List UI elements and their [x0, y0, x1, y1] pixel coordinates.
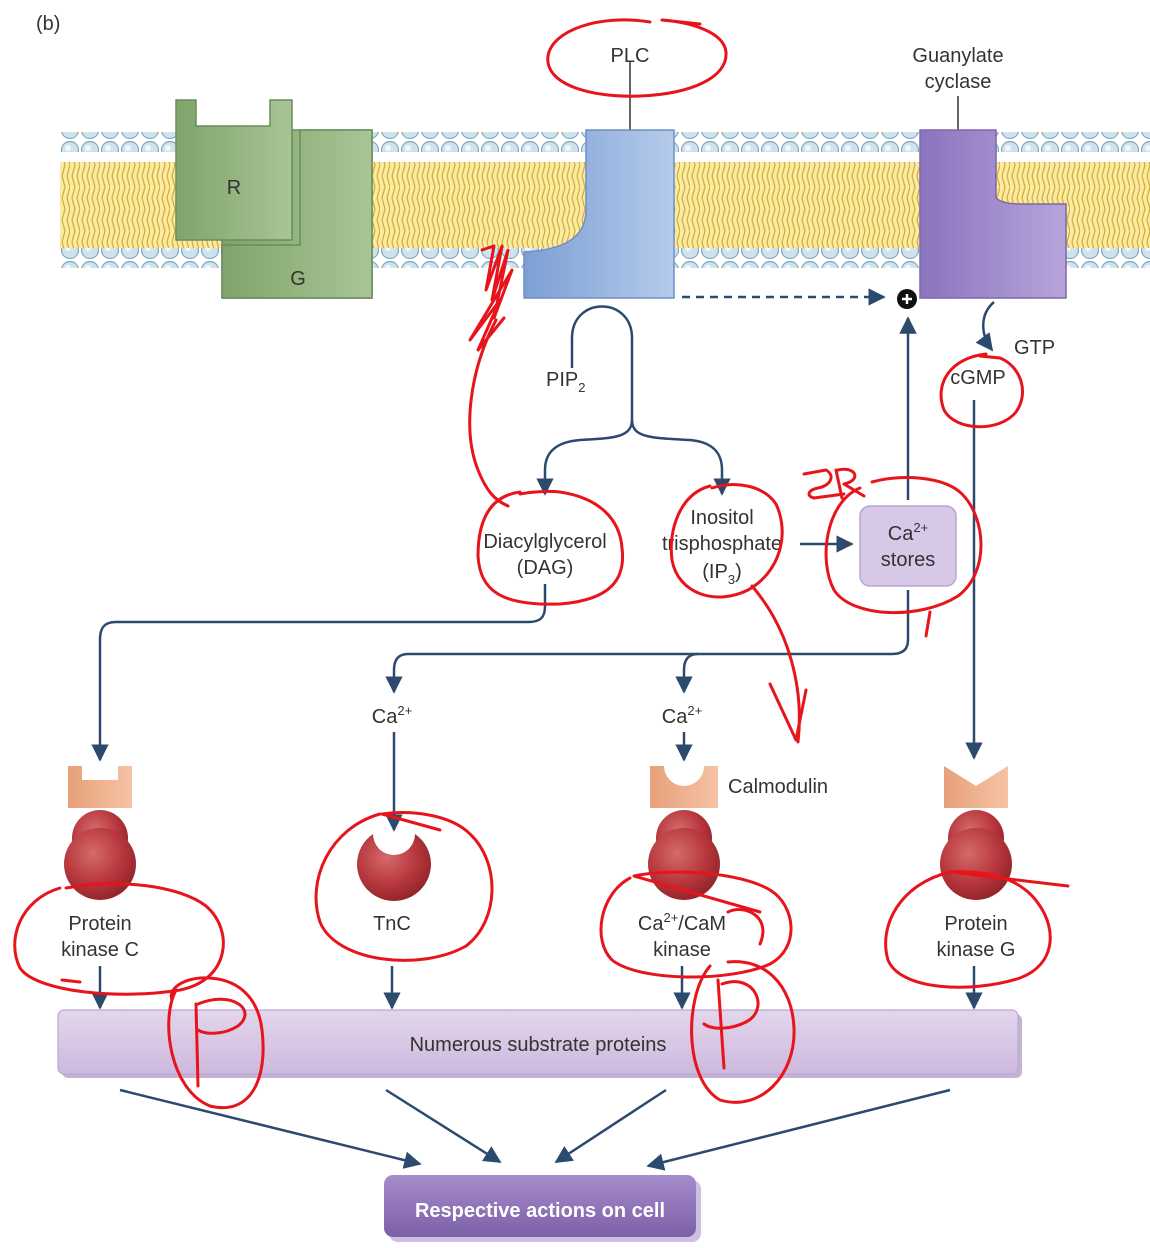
- svg-text:kinase C: kinase C: [61, 939, 139, 961]
- gtp-label: GTP: [1014, 337, 1055, 359]
- svg-text:kinase G: kinase G: [937, 939, 1016, 961]
- receptor: R: [175, 99, 293, 241]
- troponin-c: TnC: [357, 834, 431, 935]
- gtp-conversion-arrow: [975, 301, 995, 352]
- plc-enzyme: PLC: [523, 45, 675, 299]
- ca-stores-box: Ca2+ stores: [859, 505, 957, 587]
- panel-label: (b): [36, 13, 60, 35]
- output-box: Respective actions on cell: [384, 1175, 701, 1242]
- ca-release-arrow-right: [675, 652, 699, 694]
- converge-arrow-1: [119, 1088, 422, 1169]
- guanylate-cyclase: Guanylate cyclase: [912, 45, 1067, 299]
- svg-text:stores: stores: [881, 549, 935, 571]
- dag-label-line1: Diacylglycerol: [483, 531, 606, 553]
- dag-to-pkc-arrow: [91, 584, 547, 762]
- calmodulin-cam-kinase: Calmodulin Ca2+/CaM kinase: [638, 766, 828, 961]
- calmodulin-label: Calmodulin: [728, 776, 828, 798]
- g-protein-label: G: [290, 268, 306, 290]
- svg-text:Protein: Protein: [944, 913, 1007, 935]
- plc-label: PLC: [611, 45, 650, 67]
- handwritten-annotations: [13, 18, 1070, 1110]
- ca-release-arrow-left: [385, 590, 910, 694]
- substrate-proteins-bar: Numerous substrate proteins: [57, 1009, 1022, 1078]
- converge-arrow-4: [646, 1088, 951, 1171]
- pip2-pathway: PIP2: [536, 305, 731, 496]
- ca-label-left: Ca2+: [372, 703, 412, 728]
- svg-text:Ca2+/CaM: Ca2+/CaM: [638, 910, 726, 935]
- ip3-label: Inositol trisphosphate (IP3): [662, 507, 782, 587]
- ca-label-right: Ca2+: [662, 703, 702, 728]
- protein-kinase-c: Protein kinase C: [61, 766, 139, 961]
- svg-text:TnC: TnC: [373, 913, 411, 935]
- converge-arrow-3: [554, 1088, 667, 1164]
- svg-text:Respective actions on cell: Respective actions on cell: [415, 1200, 665, 1222]
- svg-text:kinase: kinase: [653, 939, 711, 961]
- activation-plus-icon: [897, 289, 917, 309]
- pip2-label: PIP2: [546, 369, 585, 395]
- svg-text:Protein: Protein: [68, 913, 131, 935]
- converge-arrow-2: [385, 1088, 502, 1164]
- svg-text:trisphosphate: trisphosphate: [662, 533, 782, 555]
- cgmp-label: cGMP: [950, 367, 1006, 389]
- receptor-label: R: [227, 177, 241, 199]
- guanylate-cyclase-label-line1: Guanylate: [912, 45, 1003, 67]
- dag-label-line2: (DAG): [517, 557, 574, 579]
- svg-text:Ca2+: Ca2+: [888, 520, 928, 545]
- svg-text:(IP3): (IP3): [702, 561, 741, 587]
- svg-text:Numerous substrate proteins: Numerous substrate proteins: [410, 1034, 667, 1056]
- svg-text:Inositol: Inositol: [690, 507, 753, 529]
- protein-kinase-g: Protein kinase G: [937, 766, 1016, 961]
- guanylate-cyclase-label-line2: cyclase: [925, 71, 992, 93]
